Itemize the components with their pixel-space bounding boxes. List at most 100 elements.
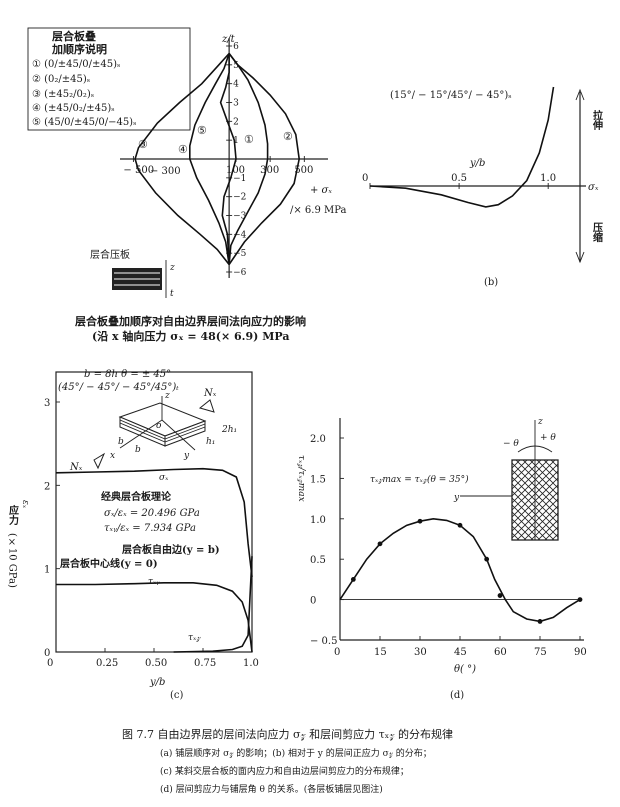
- panel-c-tau-xz-label: τₓ𝓏: [188, 633, 201, 643]
- plus-theta-label: + θ: [540, 433, 556, 443]
- diag-n-top: Nₓ: [203, 388, 217, 399]
- a-series-line: [134, 52, 230, 265]
- c-x-tick-label: 0.50: [145, 658, 167, 669]
- a-y-tick-label: −1: [233, 174, 246, 184]
- panel-d-y-axis-label: τₓ𝓏/τₓ𝓏max: [296, 455, 306, 502]
- legend-title-2: 加顺序说明: [51, 42, 107, 56]
- panel-a: 层合板叠 加顺序说明 ① (0/±45/0/±45)ₛ ② (0₂/±45)ₛ …: [27, 27, 347, 343]
- c-series-line: [56, 582, 253, 653]
- b-x-tick-label: 0: [362, 173, 368, 184]
- theta-arc: [517, 445, 553, 453]
- panel-a-caption-1: 层合板叠加顺序对自由边界层间法向应力的影响: [74, 314, 306, 328]
- legend-item-1: ① (0/±45/0/±45)ₛ: [32, 59, 120, 70]
- panel-b-tension-label: 拉伸: [591, 109, 604, 131]
- d-y-tick-label: 0: [310, 596, 316, 607]
- minus-theta-label: − θ: [503, 439, 519, 449]
- a-y-tick-label: −4: [233, 230, 247, 240]
- d-data-point: [537, 619, 543, 624]
- d-y-tick-label: 0.5: [310, 555, 326, 566]
- c-x-tick-label: 0: [47, 658, 53, 669]
- legend-item-4: ④ (±45/0₂/±45)ₛ: [32, 103, 115, 114]
- a-y-tick-label: 1: [233, 136, 239, 146]
- d-x-tick-label: 90: [574, 647, 587, 658]
- figure-caption-main: 图 7.7 自由边界层的层间法向应力 σ𝓏 和层间剪应力 τₓ𝓏 的分布规律: [122, 727, 453, 741]
- a-series-line: [219, 53, 237, 265]
- legend-item-2: ② (0₂/±45)ₛ: [32, 74, 90, 85]
- panel-b-x-axis-label: y/b: [469, 158, 485, 169]
- figure-caption-a: (a) 铺层顺序对 σ𝓏 的影响；(b) 相对于 y 的层间正应力 σ𝓏 的分布…: [160, 747, 432, 759]
- legend-title-1: 层合板叠: [51, 29, 96, 43]
- panel-c-y-axis-label-1: 应力: [7, 504, 19, 526]
- d-y-tick-label: − 0.5: [310, 636, 337, 647]
- a-y-tick-label: −5: [233, 249, 247, 259]
- panel-a-caption-2: (沿 x 轴向压力 σₓ = 48(× 6.9) MPa: [92, 329, 289, 343]
- a-x-tick-label: 300: [260, 165, 279, 176]
- a-y-tick-label: −6: [233, 268, 247, 278]
- diag-b2: b: [135, 445, 141, 455]
- panel-a-x-axis-label: + σₓ: [310, 185, 332, 196]
- c-y-tick-label: 3: [44, 398, 50, 409]
- c-series-line: [55, 467, 253, 578]
- c-y-tick-label: 0: [44, 648, 50, 659]
- plate-diagram: Nₓ Nₓ z y x o b b 2h₁ h₁: [69, 388, 237, 473]
- d-x-tick-label: 60: [494, 647, 507, 658]
- panel-c-curves: [55, 467, 253, 653]
- panel-a-y-axis-label: z/t: [221, 34, 236, 45]
- diag-y: y: [183, 451, 190, 461]
- curve-label-4: ④: [178, 143, 188, 156]
- laminate-z: z: [169, 263, 175, 273]
- panel-d-annotation: τₓ𝓏max = τₓ𝓏(θ = 35°): [370, 474, 469, 485]
- panel-c-eps-label: εₓ: [20, 500, 30, 509]
- a-x-tick-label: 500: [294, 165, 313, 176]
- laminate-sketch: 层合压板 z t: [90, 248, 175, 299]
- figure-caption-c: (c) 某斜交层合板的面内应力和自由边层间剪应力的分布规律；: [160, 765, 409, 777]
- panel-c-classic-1: 经典层合板理论: [101, 490, 172, 503]
- d-x-tick-label: 75: [534, 647, 547, 658]
- a-series-line: [228, 53, 301, 265]
- panel-d-curves: [339, 517, 583, 624]
- a-y-tick-label: 4: [233, 80, 239, 90]
- d-y-tick-label: 1.0: [310, 515, 326, 526]
- panel-b-y-axis-label: σₓ: [588, 182, 599, 193]
- d-y-tick-label: 2.0: [310, 434, 326, 445]
- c-y-tick-label: 2: [44, 481, 50, 492]
- d-data-point: [577, 597, 583, 602]
- panel-c-classic-3: τₓᵧ/εₓ = 7.934 GPa: [104, 523, 196, 534]
- c-y-tick-label: 1: [44, 565, 50, 576]
- panel-b-label: (b): [484, 277, 498, 288]
- panel-b-title: (15°/ − 15°/45°/ − 45°)ₛ: [390, 90, 512, 101]
- d-x-tick-label: 15: [374, 647, 387, 658]
- panel-c-x-axis-label: y/b: [149, 677, 165, 688]
- panel-c-tau-xy-label: τₓᵧ: [148, 577, 160, 587]
- d-data-point: [457, 522, 463, 528]
- d-y-tick-label: 1.5: [310, 474, 326, 485]
- panel-a-x-unit: /× 6.9 MPa: [290, 205, 347, 216]
- panel-c-sigma-label: σₓ: [159, 473, 169, 483]
- a-y-tick-label: −3: [233, 212, 247, 222]
- a-y-tick-label: −2: [233, 193, 246, 203]
- panel-b-curves: [369, 86, 555, 208]
- curve-label-5: ⑤: [197, 124, 207, 137]
- a-x-tick-label: 100: [226, 165, 245, 176]
- panel-d-z-marker: z: [537, 417, 543, 427]
- diag-o: o: [156, 421, 162, 431]
- c-series-line: [173, 556, 253, 653]
- b-x-tick-label: 0.5: [451, 173, 467, 184]
- b-y-arrow-down: [575, 251, 585, 264]
- legend-item-5: ⑤ (45/0/±45/0/−45)ₛ: [32, 117, 136, 128]
- legend-item-3: ③ (±45₂/0₂)ₛ: [32, 89, 94, 100]
- panel-c-header-1: b = 8h θ = ± 45°: [84, 369, 171, 380]
- panel-c-free-edge: 层合板自由边(y = b): [122, 543, 220, 556]
- diag-z: z: [164, 391, 170, 401]
- curve-label-2: ②: [283, 130, 293, 143]
- panel-d-y-marker: y: [453, 493, 460, 503]
- d-data-point: [484, 556, 490, 562]
- c-x-tick-label: 0.25: [96, 658, 118, 669]
- a-y-tick-label: 3: [233, 99, 239, 109]
